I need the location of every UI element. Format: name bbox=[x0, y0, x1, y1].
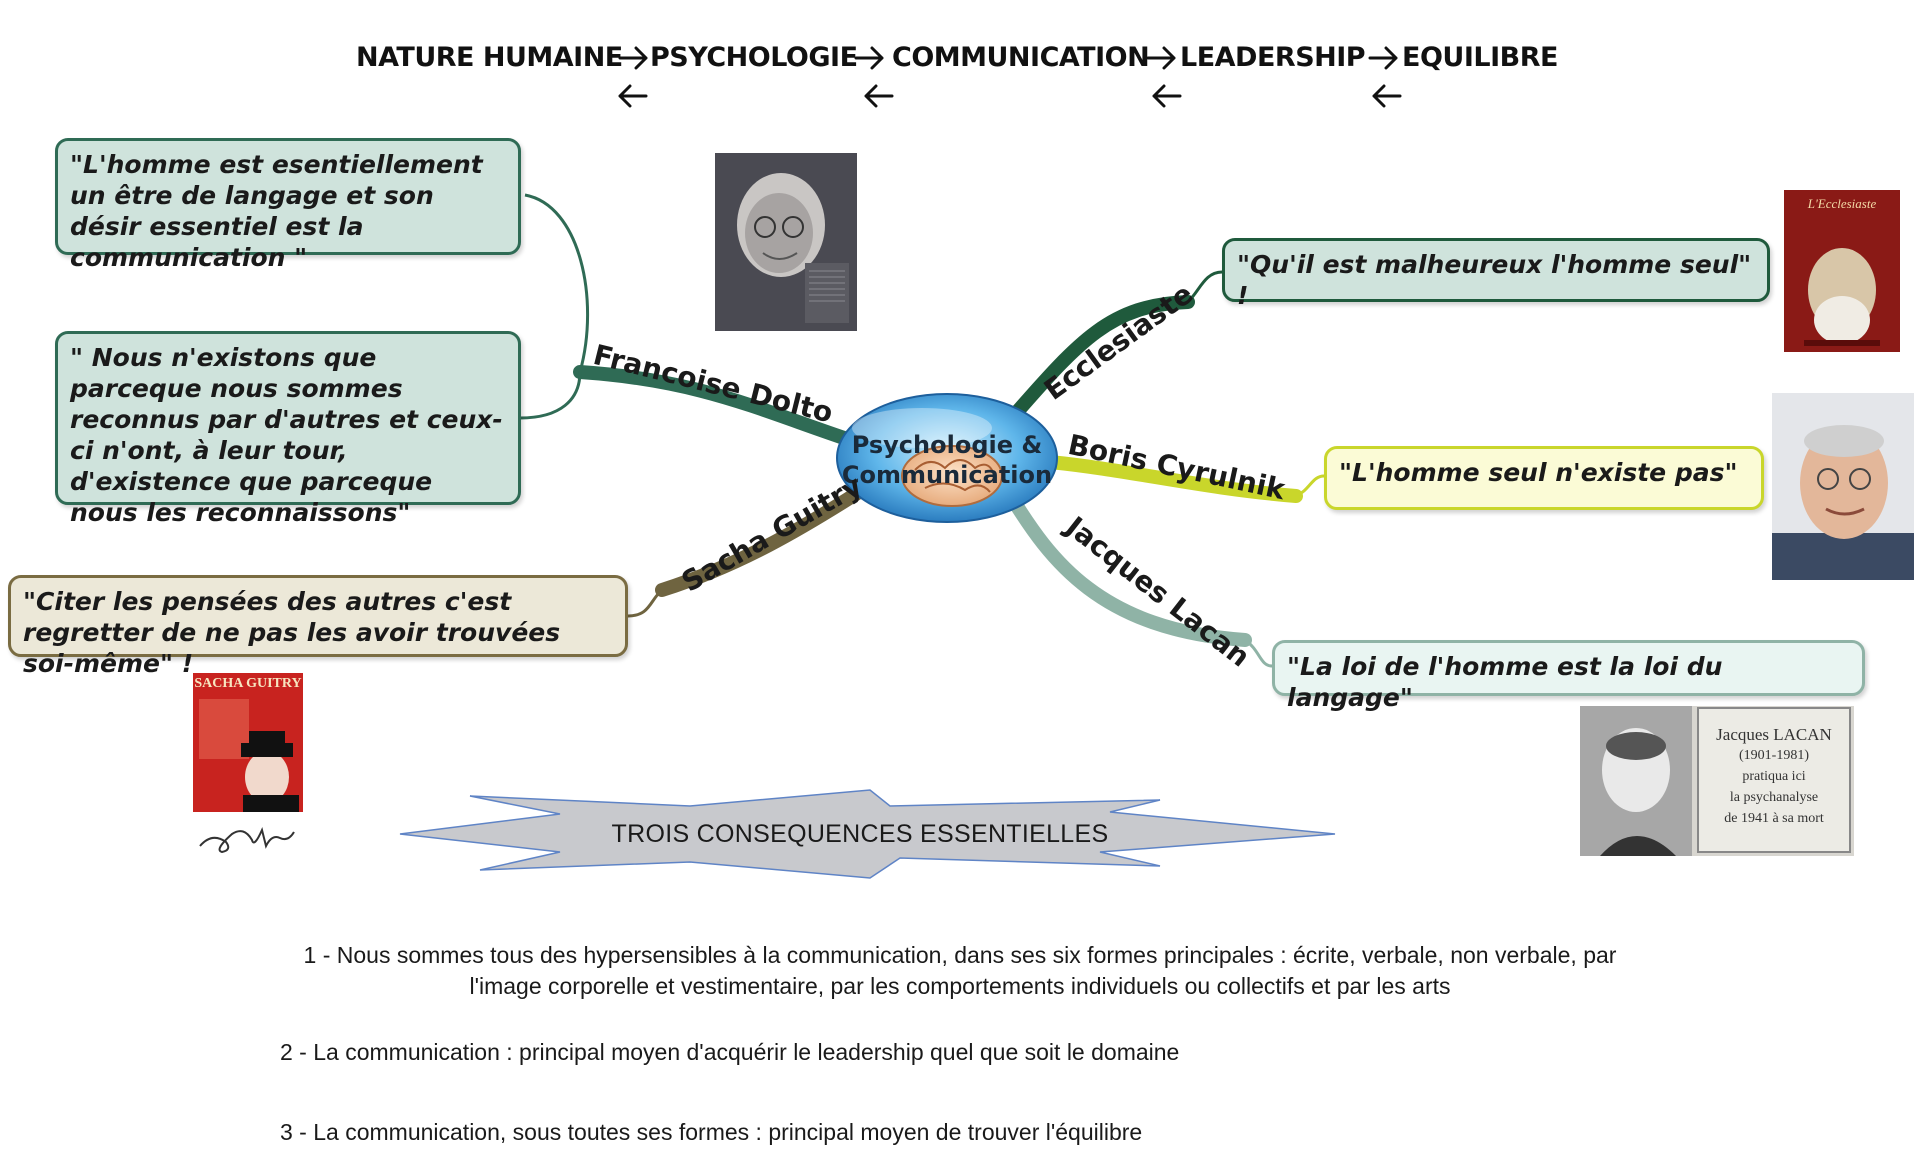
arrow-pair-2-icon bbox=[854, 46, 894, 108]
ecclesiaste-book-cover: L'Ecclesiaste bbox=[1784, 190, 1900, 352]
star-banner bbox=[399, 789, 1336, 879]
consequence-3: 3 - La communication, sous toutes ses fo… bbox=[280, 1119, 1143, 1145]
arrow-pair-1-icon bbox=[618, 46, 648, 108]
quote-sacha: "Citer les pensées des autres c'est regr… bbox=[8, 575, 628, 678]
chain-equilibre: EQUILIBRE bbox=[1402, 42, 1558, 73]
center-line-2: Communication bbox=[841, 461, 1053, 489]
consequence-2: 2 - La communication : principal moyen d… bbox=[280, 1039, 1180, 1065]
ecclesiaste-book-icon bbox=[1784, 190, 1900, 352]
plaque-line: de 1941 à sa mort bbox=[1724, 811, 1824, 826]
branch-lacan bbox=[1003, 488, 1273, 668]
center-bubble bbox=[836, 393, 1058, 523]
chain-psychologie: PSYCHOLOGIE bbox=[650, 42, 858, 73]
quote-dolto-1: "L'homme est esentiellement un être de l… bbox=[55, 138, 521, 272]
arrow-pair-3-icon bbox=[1146, 46, 1182, 108]
center-line-1: Psychologie & bbox=[851, 431, 1043, 459]
dolto-portrait-icon bbox=[715, 153, 857, 331]
center-topic: Psychologie & Communication bbox=[834, 430, 1060, 490]
plaque-line: Jacques LACAN bbox=[1716, 725, 1832, 744]
plaque-line: la psychanalyse bbox=[1729, 790, 1819, 805]
lacan-plaque-text: Jacques LACAN (1901-1981) pratiqua ici l… bbox=[1698, 724, 1850, 829]
dolto-portrait bbox=[715, 153, 857, 331]
quote-boris: "L'homme seul n'existe pas" bbox=[1324, 446, 1764, 510]
branch-boris bbox=[1043, 455, 1325, 503]
chain-communication: COMMUNICATION bbox=[892, 42, 1150, 73]
quote-dolto-2: " Nous n'existons que parceque nous somm… bbox=[55, 331, 521, 527]
cyrulnik-portrait-icon bbox=[1772, 393, 1914, 580]
sacha-book-title: SACHA GUITRY bbox=[194, 676, 302, 691]
plaque-line: pratiqua ici bbox=[1742, 769, 1806, 784]
plaque-line: (1901-1981) bbox=[1739, 748, 1809, 763]
lacan-photo-icon bbox=[1580, 706, 1851, 856]
sacha-book-icon bbox=[193, 673, 303, 812]
chain-nature-humaine: NATURE HUMAINE bbox=[356, 42, 623, 73]
ecclesiaste-book-title: L'Ecclesiaste bbox=[1807, 196, 1877, 211]
sacha-book-cover: SACHA GUITRY bbox=[193, 673, 303, 812]
branch-sacha bbox=[627, 478, 877, 618]
consequence-1: 1 - Nous sommes tous des hypersensibles … bbox=[303, 942, 1617, 999]
header-arrows bbox=[618, 46, 1402, 108]
branch-dolto bbox=[519, 193, 857, 447]
branch-ecclesiaste bbox=[1003, 270, 1223, 427]
lacan-photo-and-plaque: Jacques LACAN (1901-1981) pratiqua ici l… bbox=[1580, 706, 1854, 856]
quote-ecclesiaste: "Qu'il est malheureux l'homme seul" ! bbox=[1222, 238, 1770, 310]
quote-lacan: "La loi de l'homme est la loi du langage… bbox=[1272, 640, 1865, 712]
sacha-signature-icon bbox=[199, 826, 295, 854]
chain-leadership: LEADERSHIP bbox=[1180, 42, 1366, 73]
brain-icon bbox=[901, 445, 1003, 507]
cyrulnik-portrait bbox=[1772, 393, 1914, 580]
arrow-pair-4-icon bbox=[1368, 46, 1402, 108]
star-banner-label: TROIS CONSEQUENCES ESSENTIELLES bbox=[611, 820, 1109, 848]
